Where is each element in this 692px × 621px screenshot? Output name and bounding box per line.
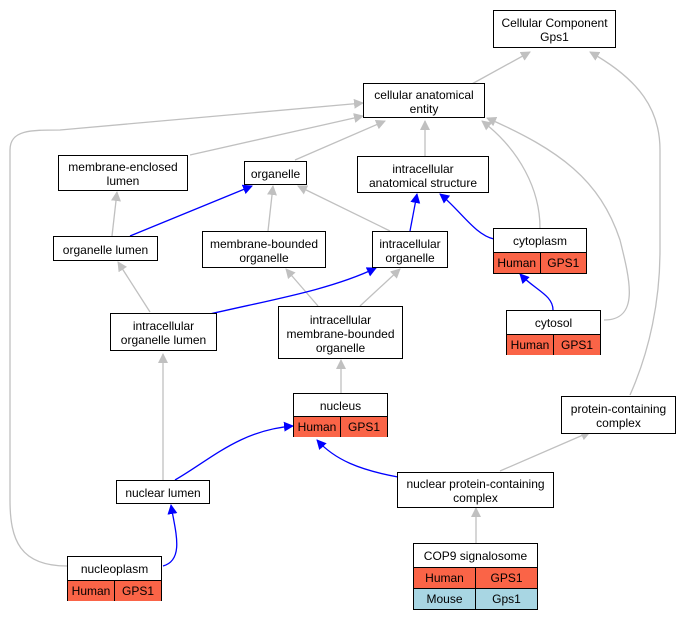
gene-cell: GPS1	[340, 417, 387, 437]
gene-cell: Gps1	[475, 589, 537, 609]
annotation-row-human: Human GPS1	[414, 567, 537, 588]
node-label-line1: nucleus	[319, 398, 362, 413]
edge-organelle-lumen-mel	[111, 191, 121, 237]
node-label-line1: intracellular	[392, 161, 454, 176]
edge-imbo-mbo	[285, 268, 319, 307]
node-cytoplasm[interactable]: cytoplasm Human GPS1	[493, 228, 587, 274]
edge-cae-root	[469, 51, 531, 86]
node-label-line1: intracellular	[132, 319, 195, 333]
gene-cell: GPS1	[539, 253, 586, 273]
edge-cytosol-cae	[486, 117, 630, 321]
annotation-row: Human GPS1	[294, 416, 387, 437]
edge-npcc-nucleus	[316, 439, 399, 478]
node-label-line2: Gps1	[540, 30, 569, 44]
species-cell: Human	[414, 568, 475, 588]
node-label-line2: organelle	[385, 250, 435, 265]
node-nucleoplasm[interactable]: nucleoplasm Human GPS1	[67, 556, 162, 601]
edge-nucleoplasm-nuclear-lumen	[162, 504, 178, 567]
annotation-row: Human GPS1	[494, 252, 586, 273]
species-cell: Human	[494, 253, 540, 273]
edge-nuclear-lumen-nucleus	[174, 421, 294, 481]
node-label-line1: COP9 signalosome	[423, 549, 528, 563]
node-nuclear-lumen[interactable]: nuclear lumen	[116, 480, 210, 504]
node-label-line2: lumen	[106, 174, 140, 188]
node-organelle[interactable]: organelle	[244, 161, 307, 185]
node-label-line2: complex	[453, 491, 498, 505]
node-nucleus[interactable]: nucleus Human GPS1	[293, 393, 388, 437]
gene-cell: GPS1	[114, 581, 161, 601]
species-cell: Human	[507, 335, 553, 355]
gene-cell: GPS1	[553, 335, 600, 355]
species-cell: Human	[294, 417, 340, 437]
node-label-line1: Cellular Component	[501, 16, 608, 30]
edge-iol-io	[209, 267, 377, 315]
edge-io-ias	[409, 193, 421, 232]
edge-cytoplasm-cae	[481, 120, 541, 229]
edge-nucleoplasm-cae	[9, 98, 364, 567]
gene-cell: GPS1	[475, 568, 537, 588]
node-label-line2: complex	[596, 416, 641, 430]
node-label-line1: cytoplasm	[512, 234, 568, 248]
node-label-line1: nuclear protein-containing	[406, 477, 545, 491]
edge-organelle-cae	[294, 119, 386, 161]
annotation-row-mouse: Mouse Gps1	[414, 588, 537, 609]
node-label-line1: cytosol	[534, 316, 573, 330]
annotation-row: Human GPS1	[68, 580, 161, 601]
species-cell: Mouse	[414, 589, 475, 609]
node-label-line1: organelle	[250, 167, 301, 181]
node-cop9-signalosome[interactable]: COP9 signalosome Human GPS1 Mouse Gps1	[413, 543, 538, 610]
edge-membrane-enclosed-lumen-cae	[189, 113, 364, 156]
node-label-line2: anatomical structure	[368, 175, 478, 190]
node-label-line1: nuclear lumen	[125, 486, 201, 500]
edge-npcc-pcc	[499, 430, 591, 472]
node-label-line1: intracellular	[379, 236, 441, 251]
edge-cytosol-cytoplasm	[519, 273, 554, 311]
node-label-line1: organelle lumen	[62, 242, 149, 257]
node-label-line1: nucleoplasm	[80, 562, 149, 576]
node-label-line3: organelle	[315, 340, 366, 355]
node-label-line2: organelle lumen	[120, 333, 207, 347]
edge-pcc-root	[589, 51, 661, 396]
species-cell: Human	[68, 581, 114, 601]
node-organelle-lumen[interactable]: organelle lumen	[53, 236, 158, 261]
edge-cytoplasm-ias	[439, 193, 495, 240]
node-label-line2: membrane-bounded	[286, 326, 395, 341]
node-label-line2: organelle	[239, 250, 289, 265]
annotation-row: Human GPS1	[507, 334, 600, 355]
edge-io-organelle	[297, 185, 391, 232]
edge-imbo-io	[359, 268, 401, 307]
node-label-line1: intracellular	[309, 312, 372, 327]
edge-mbo-organelle	[267, 185, 277, 232]
edge-organelle-lumen-organelle	[129, 184, 253, 237]
node-cytosol[interactable]: cytosol Human GPS1	[506, 310, 601, 355]
node-label-line1: membrane-bounded	[209, 236, 319, 251]
node-label-line1: cellular anatomical	[374, 87, 474, 102]
node-label-line1: membrane-enclosed	[68, 160, 178, 174]
edge-iol-organelle-lumen	[117, 261, 151, 313]
node-label-line1: protein-containing	[570, 402, 667, 416]
node-label-line2: entity	[409, 101, 439, 116]
